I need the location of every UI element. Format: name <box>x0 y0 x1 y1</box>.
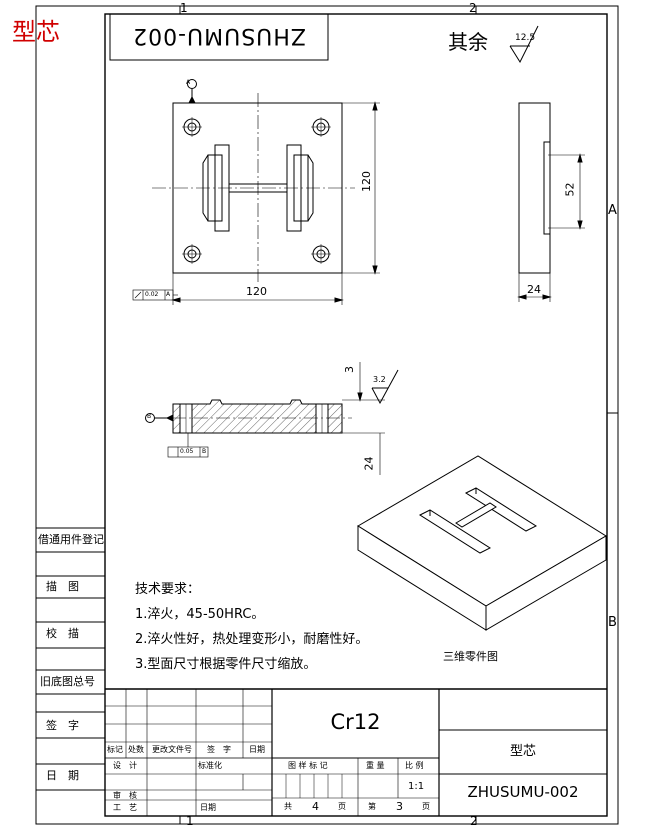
stamp-part-name: 型芯 <box>12 18 60 46</box>
inner-frame <box>104 13 608 817</box>
code-box <box>109 13 329 61</box>
tb-header-count: 处数 <box>128 745 144 754</box>
material-value: Cr12 <box>330 710 381 734</box>
code-reversed: ZHUSUMU-002 <box>132 23 306 48</box>
side-view <box>517 102 585 302</box>
part-name-value: 型芯 <box>509 744 536 759</box>
dim-front-height: 120 <box>360 171 373 192</box>
zone-number-1-bottom: 1 <box>186 814 194 828</box>
zone-number-1: 1 <box>180 1 188 15</box>
outer-frame <box>35 5 619 825</box>
tb-sheet-no-label: 第 <box>368 802 376 811</box>
section-roughness: 3.2 <box>373 375 386 384</box>
dim-side-width: 24 <box>527 283 541 296</box>
roughness-value: 12.5 <box>515 33 536 43</box>
side-label-register: 借通用件登记 <box>38 533 104 546</box>
tb-standard-label: 标准化 <box>198 761 222 770</box>
title-block <box>105 688 607 816</box>
tb-header-date: 日期 <box>249 745 265 754</box>
tol-front-value: 0.02 <box>145 291 159 298</box>
roughness-label: 其余 <box>448 30 488 54</box>
tb-stage-label: 图 样 标 记 <box>288 761 328 770</box>
tb-header-mark: 标记 <box>107 745 123 754</box>
tb-review-label: 审 核 <box>113 791 137 800</box>
tb-sheet-no: 3 <box>396 800 403 813</box>
dim-side-inner: 52 <box>563 182 577 197</box>
zone-letter-a: A <box>608 203 617 218</box>
datum-a-label: A <box>186 79 191 86</box>
side-label-old-drawing: 旧底图总号 <box>40 675 95 688</box>
tb-scale-value: 1:1 <box>408 781 425 792</box>
tol-front-datum: A <box>166 291 171 298</box>
front-view <box>132 79 380 305</box>
tech-req-title: 技术要求： <box>135 582 201 597</box>
roughness-symbol <box>509 25 539 64</box>
tech-req-item: 2.淬火性好，热处理变形小，耐磨性好。 <box>135 632 369 647</box>
tb-total-sheets: 4 <box>312 800 319 813</box>
tol-section-value: 0.05 <box>180 448 194 455</box>
tb-process-label: 工 艺 <box>113 803 137 812</box>
zone-number-2: 2 <box>469 1 477 15</box>
side-label-check: 校 描 <box>46 627 79 640</box>
zone-number-2-bottom: 2 <box>470 814 478 828</box>
tb-header-sign: 签 字 <box>207 745 231 754</box>
side-label-signature: 签 字 <box>46 719 79 732</box>
dim-section-depth: 3 <box>343 366 356 373</box>
tb-sheet-unit-2: 页 <box>422 802 430 811</box>
tb-sheet-unit-1: 页 <box>338 802 346 811</box>
side-block <box>36 527 105 791</box>
section-view <box>145 362 399 475</box>
dim-section-height: 24 <box>362 456 376 471</box>
tb-total-label: 共 <box>284 802 292 811</box>
tech-req-item: 3.型面尺寸根据零件尺寸缩放。 <box>135 657 317 672</box>
tb-scale-label: 比 例 <box>405 761 424 770</box>
tb-date-label: 日期 <box>200 803 216 812</box>
tb-header-change-doc: 更改文件号 <box>152 745 192 754</box>
tb-design-label: 设 计 <box>113 761 137 770</box>
drawing-number-value: ZHUSUMU-002 <box>467 783 579 801</box>
side-label-trace: 描 图 <box>46 580 79 593</box>
iso-caption: 三维零件图 <box>443 650 498 663</box>
side-label-date: 日 期 <box>46 769 79 782</box>
zone-letter-b: B <box>608 615 617 630</box>
dim-front-width: 120 <box>246 285 267 298</box>
tol-section-datum: B <box>202 448 207 455</box>
tech-req-item: 1.淬火，45-50HRC。 <box>135 607 265 622</box>
tb-weight-label: 重 量 <box>366 761 385 770</box>
datum-b-label: B <box>147 413 152 420</box>
isometric-view <box>357 455 607 631</box>
